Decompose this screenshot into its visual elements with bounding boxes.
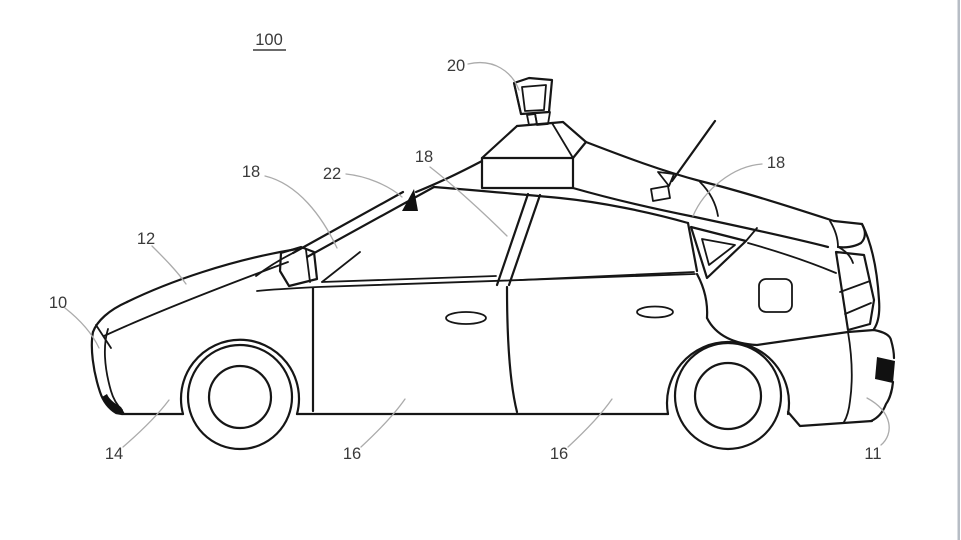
tail-light-divider-1 xyxy=(839,280,871,293)
leader-12 xyxy=(151,245,187,285)
rear-overhang-bottom xyxy=(786,410,874,428)
roofline xyxy=(414,159,484,194)
rear-bumper-seam xyxy=(843,331,853,423)
rear-silhouette xyxy=(860,222,881,331)
sensor-mount-right-facet xyxy=(550,120,588,160)
sensor-head-inset xyxy=(521,84,547,112)
rail-bottom-edge xyxy=(571,186,830,249)
ref-label-16-front: 16 xyxy=(343,445,361,463)
rear-wheel-arch xyxy=(665,340,791,416)
side-mirror xyxy=(278,245,319,288)
door-handle-rear xyxy=(636,305,674,319)
rail-divider-rear xyxy=(829,220,839,248)
fuel-door xyxy=(758,278,793,313)
quarter-window-inner xyxy=(701,238,736,266)
b-pillar-rear xyxy=(507,193,542,287)
roof-rail xyxy=(571,140,866,264)
hood-line xyxy=(125,247,299,304)
rear-bumper-top-edge xyxy=(846,328,896,360)
front-wheel-rim xyxy=(207,364,273,430)
ref-label-12: 12 xyxy=(137,230,155,248)
vehicle-body xyxy=(90,247,874,428)
front-window-bottom xyxy=(321,275,497,283)
rear-tire xyxy=(673,341,783,451)
glasshouse xyxy=(278,159,758,288)
ref-label-14: 14 xyxy=(105,445,123,463)
antenna-base-box xyxy=(650,185,671,202)
sensor-mount-left-slope xyxy=(480,124,519,160)
leader-18-rear xyxy=(692,163,763,217)
rear-window-bottom xyxy=(519,271,695,281)
hatch-glass-bottom xyxy=(747,242,837,274)
leader-10 xyxy=(64,307,100,349)
ref-label-16-rear: 16 xyxy=(550,445,568,463)
window-top-edge xyxy=(432,185,690,225)
leader-14 xyxy=(122,399,170,448)
nose-top-edge xyxy=(91,300,129,334)
side-mirror-inner-line xyxy=(305,249,311,283)
quarter-window-outer xyxy=(689,225,748,280)
rear-bumper-lower-edge xyxy=(869,380,895,423)
leader-20 xyxy=(467,62,520,91)
rear-fender-edge xyxy=(695,272,709,320)
ref-label-22: 22 xyxy=(323,165,341,183)
rail-top-edge xyxy=(584,140,836,223)
reference-labels: 100 20 18 22 18 18 12 10 14 16 16 11 xyxy=(49,31,882,463)
leader-11 xyxy=(866,397,890,446)
sensor-mount-top-edge xyxy=(515,121,554,128)
b-pillar-front xyxy=(495,192,530,287)
door-handle-front xyxy=(445,311,487,325)
front-window-front-edge xyxy=(321,251,361,283)
c-pillar-edge xyxy=(686,221,699,273)
leader-16-rear xyxy=(567,398,613,448)
ref-label-18-rear: 18 xyxy=(767,154,785,172)
cowl-edge xyxy=(255,252,294,277)
rear-wheel xyxy=(673,341,783,451)
rear-wheel-rim xyxy=(693,361,763,431)
ref-label-10: 10 xyxy=(49,294,67,312)
ref-label-100: 100 xyxy=(255,31,283,49)
roof-marker-triangle xyxy=(402,189,418,211)
tail-light-band xyxy=(834,250,876,332)
rear-end xyxy=(747,222,896,423)
leader-18-center xyxy=(429,166,508,237)
roof-sensor-unit xyxy=(480,76,588,190)
ref-label-18-center: 18 xyxy=(415,148,433,166)
leader-18-front xyxy=(264,175,338,249)
front-bumper-lip xyxy=(102,394,125,414)
ref-label-18-front: 18 xyxy=(242,163,260,181)
front-tire xyxy=(186,343,294,451)
ref-label-11: 11 xyxy=(864,445,881,463)
rail-cap-underside xyxy=(839,247,854,264)
ref-label-20: 20 xyxy=(447,57,465,75)
door-gap-seam xyxy=(505,285,519,414)
front-face-outer xyxy=(90,330,124,416)
a-pillar-outer xyxy=(291,190,405,255)
tail-light-divider-2 xyxy=(844,302,872,315)
front-wheel-arch xyxy=(179,338,301,416)
right-edge-border xyxy=(957,0,960,540)
leader-22 xyxy=(345,173,403,198)
leader-16-front xyxy=(360,398,406,448)
sensor-head-left-edge xyxy=(513,82,522,115)
sensor-mount-facet-line xyxy=(551,122,574,159)
rear-bumper-reflector xyxy=(875,357,895,383)
beltline xyxy=(256,273,696,292)
front-wheel xyxy=(186,343,294,451)
leader-lines xyxy=(64,62,890,448)
antenna-mast xyxy=(670,119,717,183)
antenna-base-flag xyxy=(657,171,675,187)
rail-divider-front xyxy=(699,181,719,217)
rear-shoulder-line xyxy=(705,316,850,347)
front-face-inner xyxy=(104,328,123,411)
antenna xyxy=(650,119,717,202)
sensor-mount-base xyxy=(480,156,575,190)
